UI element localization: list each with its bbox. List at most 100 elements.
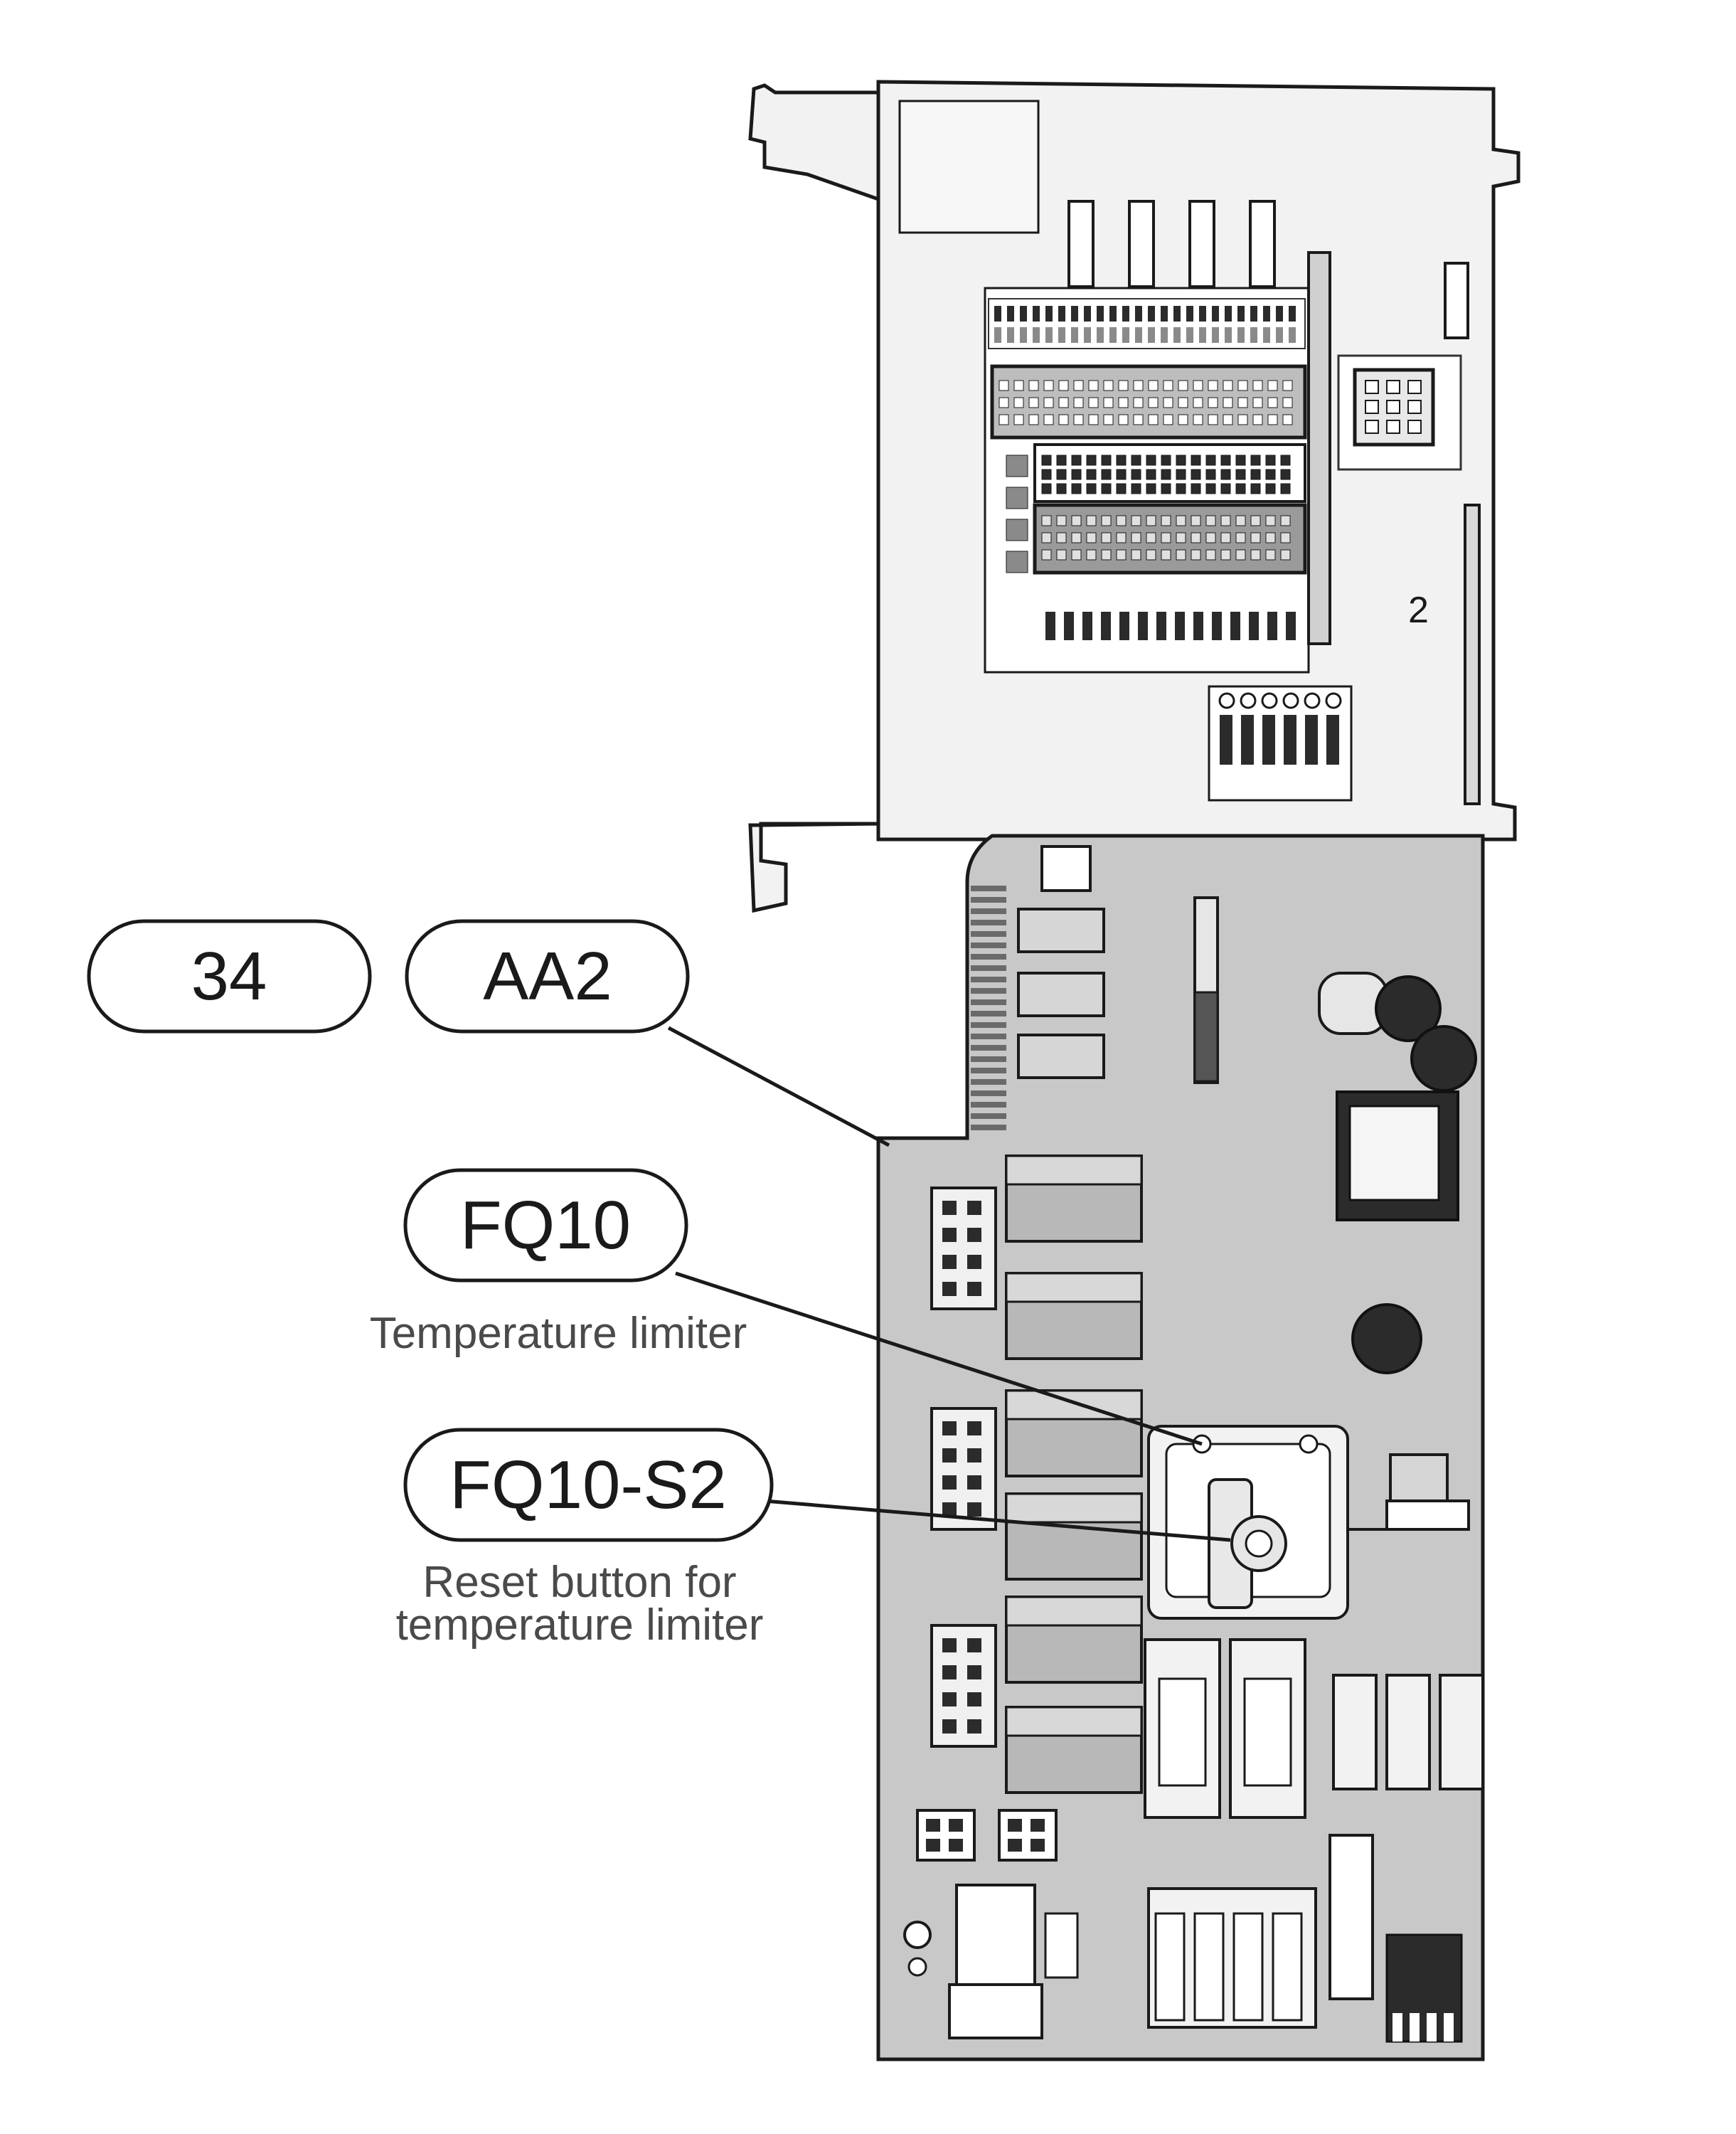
socket-pin <box>1365 420 1379 434</box>
rib <box>971 965 1006 971</box>
smd-part <box>1276 327 1283 343</box>
rib <box>971 977 1006 982</box>
smd-part <box>1262 715 1275 765</box>
smd-part <box>1289 327 1296 343</box>
smd-part <box>1045 612 1055 640</box>
connector-pin <box>967 1421 981 1435</box>
terminal-pin <box>1161 483 1171 494</box>
terminal-slot <box>1193 1912 1225 2022</box>
rib <box>971 1056 1006 1062</box>
terminal-pin <box>1146 469 1156 480</box>
terminal-pin <box>1073 380 1084 391</box>
smd-part <box>1230 612 1240 640</box>
smd-part <box>1084 327 1091 343</box>
connector-pin <box>942 1421 957 1435</box>
terminal-pin <box>1191 549 1201 561</box>
terminal-pin <box>1146 515 1156 526</box>
capacitors <box>1351 975 1477 1374</box>
socket-pin <box>1008 1839 1022 1852</box>
terminal-pin <box>1043 414 1054 425</box>
terminal-pin <box>1250 515 1261 526</box>
smd-part <box>1006 519 1028 541</box>
terminal-pin <box>1282 380 1293 391</box>
smd-part <box>1109 327 1117 343</box>
smd-part <box>1305 715 1318 765</box>
socket-pin <box>1386 400 1400 414</box>
terminal-pin <box>1161 549 1171 561</box>
terminal-pin <box>1071 469 1082 480</box>
connector-pin <box>942 1502 957 1517</box>
terminal-pin <box>1041 515 1052 526</box>
smd-part <box>1237 327 1245 343</box>
connector-pin <box>967 1719 981 1734</box>
terminal-pin <box>999 414 1009 425</box>
fuse-holder <box>1332 1674 1378 1790</box>
terminal-pin <box>1223 397 1233 408</box>
rib <box>971 988 1006 994</box>
terminal-pin <box>999 380 1009 391</box>
smd-part <box>1263 306 1270 322</box>
terminal-pin <box>1161 455 1171 466</box>
terminal-pin <box>1041 469 1052 480</box>
small-relays <box>1017 908 1105 1079</box>
terminal-pin <box>1101 483 1112 494</box>
terminal-pin <box>1250 532 1261 543</box>
terminal-pin <box>1056 483 1067 494</box>
smd-part <box>1250 306 1257 322</box>
relay-top <box>1005 1272 1143 1303</box>
callout-fq10-caption: Temperature limiter <box>370 1309 747 1358</box>
terminal-pin <box>1280 515 1291 526</box>
rib <box>971 954 1006 960</box>
terminal-pin <box>1223 380 1233 391</box>
connector-pin <box>1392 2013 1402 2042</box>
leader-fq10 <box>675 1271 1203 1446</box>
mini-socket <box>998 1809 1058 1862</box>
terminal-pin <box>1193 397 1203 408</box>
terminal-pin <box>1176 469 1186 480</box>
smd-part <box>1071 306 1078 322</box>
smd-part <box>1135 327 1142 343</box>
terminal-pin <box>1133 414 1144 425</box>
terminal-pin <box>1086 549 1097 561</box>
connector-pin <box>942 1282 957 1296</box>
socket-pin <box>926 1819 940 1832</box>
terminal-pin <box>1146 483 1156 494</box>
callout-fq10: FQ10 Temperature limiter <box>370 1168 747 1358</box>
terminal-pin <box>1178 397 1188 408</box>
terminal-pin <box>1176 483 1186 494</box>
smd-part <box>1199 327 1206 343</box>
smd-part <box>1045 306 1053 322</box>
small-part <box>1044 1912 1079 1979</box>
connector-pin <box>942 1228 957 1242</box>
smd-part <box>1161 327 1168 343</box>
terminal-pin <box>1208 380 1218 391</box>
smd-part <box>1082 612 1092 640</box>
terminal-pin <box>1265 549 1276 561</box>
terminal-pin <box>1267 380 1278 391</box>
terminal-pin <box>1191 532 1201 543</box>
smd-part <box>1138 612 1148 640</box>
terminal-pin <box>1101 549 1112 561</box>
board-marking: 2 <box>1408 590 1429 631</box>
terminal-pin <box>1088 397 1099 408</box>
terminal-pin <box>1282 414 1293 425</box>
terminal-pin <box>1013 414 1024 425</box>
socket-pin <box>1407 400 1422 414</box>
rib <box>971 1125 1006 1130</box>
smd-part <box>1267 612 1277 640</box>
screw <box>907 1957 927 1977</box>
connector-pin <box>967 1228 981 1242</box>
left-connector <box>930 1407 997 1531</box>
terminal-pin <box>1208 397 1218 408</box>
terminal-pin <box>1191 515 1201 526</box>
terminal-pin <box>1058 380 1069 391</box>
relay-top <box>1005 1492 1143 1524</box>
smd-part <box>1109 306 1117 322</box>
smd-part <box>1033 306 1040 322</box>
terminal-pin <box>1131 483 1141 494</box>
terminal-pin <box>1073 397 1084 408</box>
smd-part <box>1119 612 1129 640</box>
rib <box>971 1090 1006 1096</box>
mini-socket-top <box>1040 845 1092 892</box>
terminal-pin <box>1235 549 1246 561</box>
